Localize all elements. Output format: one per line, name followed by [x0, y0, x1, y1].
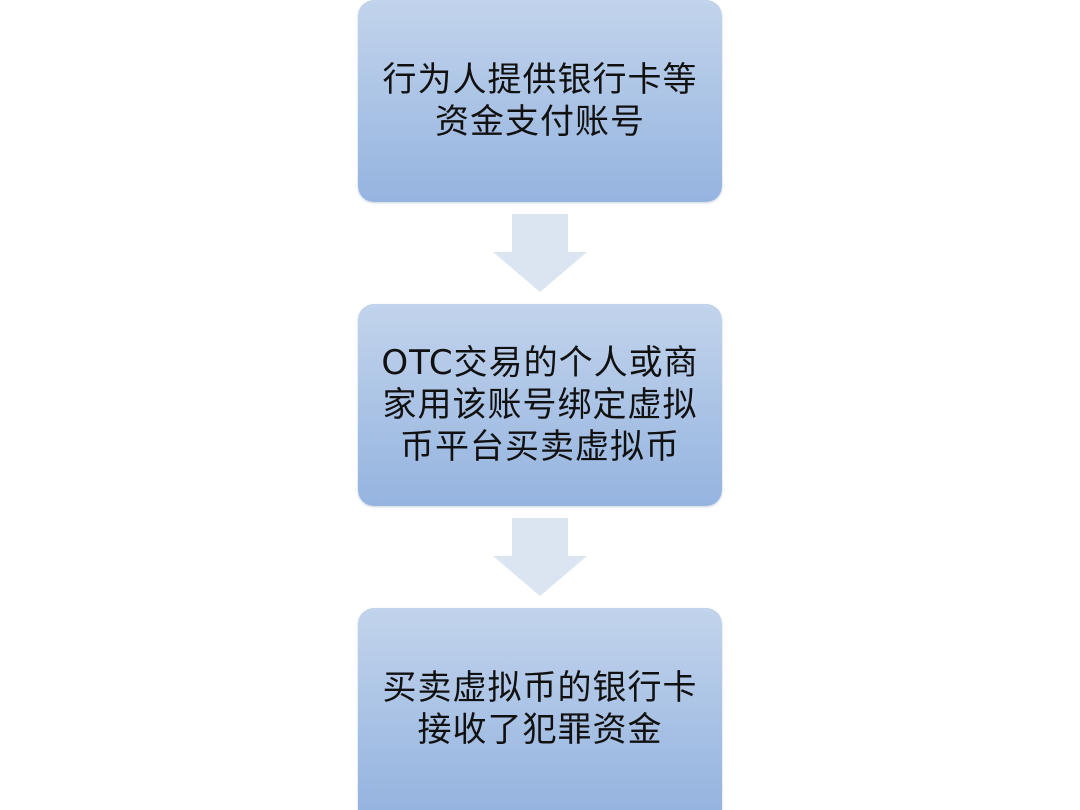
down-arrow-icon	[493, 214, 587, 292]
flow-step-2: OTC交易的个人或商 家用该账号绑定虚拟 币平台买卖虚拟币	[358, 304, 722, 506]
flow-step-2-text: OTC交易的个人或商 家用该账号绑定虚拟 币平台买卖虚拟币	[381, 343, 699, 467]
down-arrow-icon	[493, 518, 587, 596]
flow-step-1: 行为人提供银行卡等 资金支付账号	[358, 0, 722, 202]
flow-step-3: 买卖虚拟币的银行卡 接收了犯罪资金	[358, 608, 722, 810]
flow-step-1-text: 行为人提供银行卡等 资金支付账号	[382, 60, 698, 142]
flow-step-3-text: 买卖虚拟币的银行卡 接收了犯罪资金	[382, 668, 698, 750]
